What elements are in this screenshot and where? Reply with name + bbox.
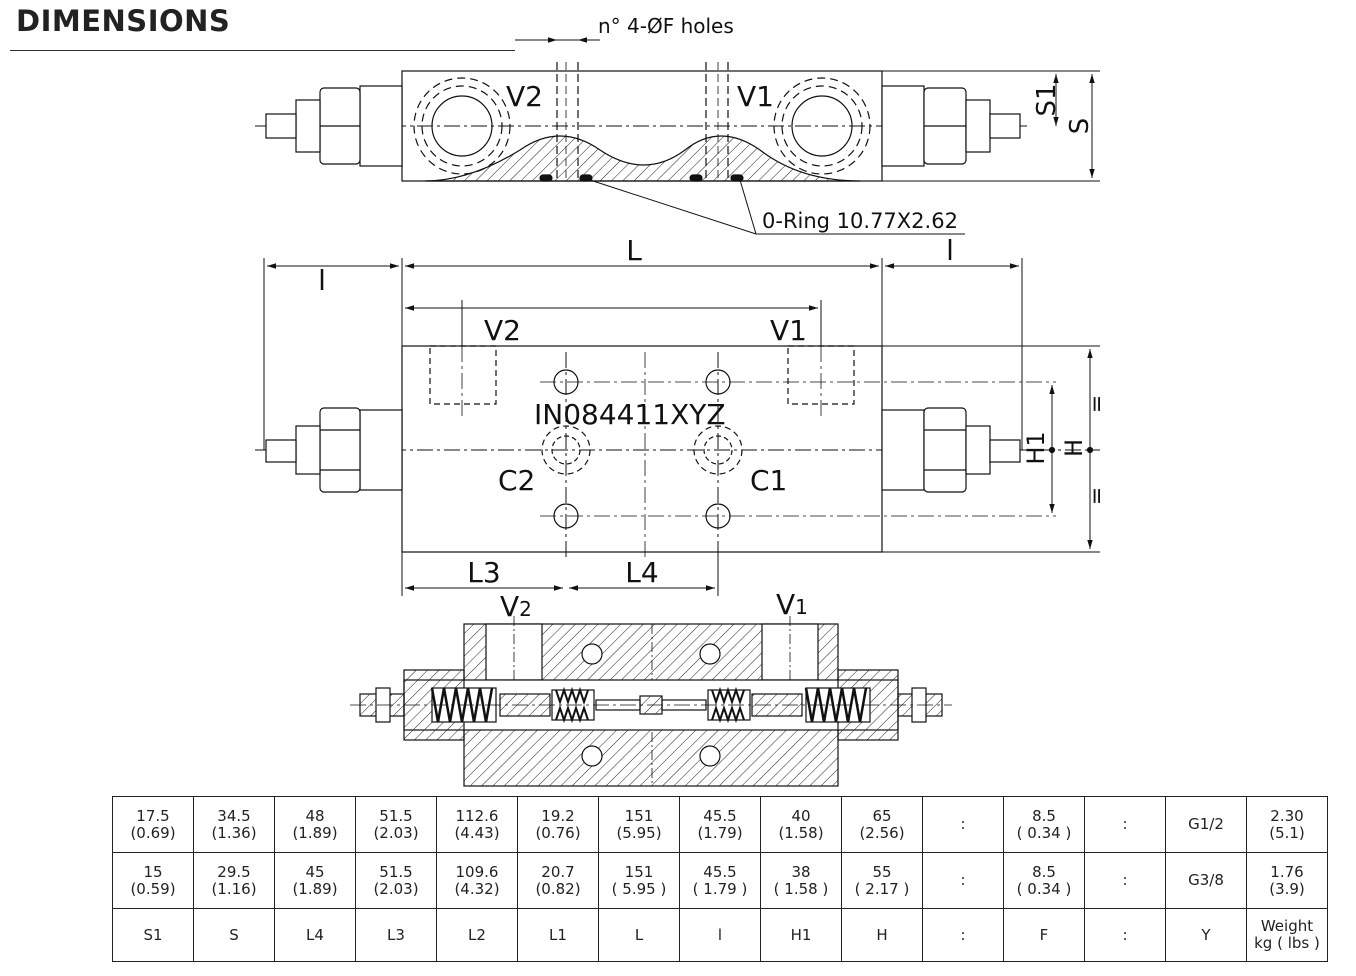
dimensions-table-body: 17.5 (0.69)34.5 (1.36)48 (1.89)51.5 (2.0… [112,796,1328,962]
table-cell: 48 (1.89) [274,796,356,853]
dim-l-right-label: l [946,234,954,267]
table-cell: : [922,796,1004,853]
table-cell: 45 (1.89) [274,852,356,909]
table-cell: L4 [274,908,356,962]
top-port-v2-label: V2 [506,80,543,113]
table-cell: L2 [436,908,518,962]
table-cell: H [841,908,923,962]
table-cell: 8.5 ( 0.34 ) [1003,796,1085,853]
table-cell: 51.5 (2.03) [355,852,437,909]
table-cell: 151 ( 5.95 ) [598,852,680,909]
table-cell: : [1084,796,1166,853]
port-c1-label: C1 [750,464,787,497]
table-cell: 15 (0.59) [112,852,194,909]
dim-l-label: L [626,234,642,267]
table-cell: 38 ( 1.58 ) [760,852,842,909]
table-cell: H1 [760,908,842,962]
oring-label: 0-Ring 10.77X2.62 [762,209,958,233]
table-row: 17.5 (0.69)34.5 (1.36)48 (1.89)51.5 (2.0… [112,796,1328,853]
dim-s-label: S [1065,118,1095,135]
table-cell: 45.5 ( 1.79 ) [679,852,761,909]
section-view [350,616,952,787]
dim-l4-label: L4 [625,556,658,589]
table-row: 15 (0.59)29.5 (1.16)45 (1.89)51.5 (2.03)… [112,852,1328,909]
section-port-v1-subscript: 1 [795,595,808,619]
table-cell: 8.5 ( 0.34 ) [1003,852,1085,909]
table-cell: 45.5 (1.79) [679,796,761,853]
top-view [255,37,1100,235]
table-cell: S1 [112,908,194,962]
dimensions-table: 17.5 (0.69)34.5 (1.36)48 (1.89)51.5 (2.0… [112,796,1328,962]
eq-mark-top: = [1085,395,1110,413]
section-port-v2-subscript: 2 [519,597,532,621]
table-cell: 65 (2.56) [841,796,923,853]
table-cell: 55 ( 2.17 ) [841,852,923,909]
table-cell: L [598,908,680,962]
front-view-body [401,345,883,553]
table-cell: F [1003,908,1085,962]
table-cell: 112.6 (4.43) [436,796,518,853]
title-underline [10,50,515,51]
dim-h-label: H [1060,439,1088,457]
svg-text:V1: V1 [776,588,808,621]
port-c2-label: C2 [498,464,535,497]
table-cell: 20.7 (0.82) [517,852,599,909]
table-cell: : [1084,908,1166,962]
dim-l-left-label: l [318,264,326,297]
eq-mark-bottom: = [1085,487,1110,505]
dim-l3-label: L3 [467,556,500,589]
table-cell: 29.5 (1.16) [193,852,275,909]
section-port-v2-label: V [500,590,519,623]
table-cell: 109.6 (4.32) [436,852,518,909]
top-port-v1-label: V1 [737,80,774,113]
table-cell: 151 (5.95) [598,796,680,853]
front-port-v1-label: V1 [770,314,807,347]
table-cell: G3/8 [1165,852,1247,909]
model-code-label: IN084411XYZ [534,398,726,431]
dim-h1-label: H1 [1022,431,1050,464]
dim-s1-label: S1 [1032,83,1062,116]
table-cell: 34.5 (1.36) [193,796,275,853]
table-cell: : [1084,852,1166,909]
page-title: DIMENSIONS [16,4,231,38]
section-port-v1-label: V [776,588,795,621]
holes-label: n° 4-ØF holes [598,14,734,38]
table-cell: l [679,908,761,962]
table-cell: L3 [355,908,437,962]
table-cell: 19.2 (0.76) [517,796,599,853]
table-cell: S [193,908,275,962]
table-cell: G1/2 [1165,796,1247,853]
table-cell: 1.76 (3.9) [1246,852,1328,909]
table-cell: : [922,852,1004,909]
technical-drawing: n° 4-ØF holes V2 V1 S1 S 0-Ring 10.77X2.… [255,14,1110,787]
table-cell: Weight kg ( lbs ) [1246,908,1328,962]
table-cell: 2.30 (5.1) [1246,796,1328,853]
svg-text:V2: V2 [500,590,532,623]
front-port-v2-label: V2 [484,314,521,347]
table-cell: 40 (1.58) [760,796,842,853]
table-cell: 17.5 (0.69) [112,796,194,853]
table-cell: : [922,908,1004,962]
table-cell: Y [1165,908,1247,962]
table-cell: L1 [517,908,599,962]
front-view [255,258,1100,596]
table-cell: 51.5 (2.03) [355,796,437,853]
